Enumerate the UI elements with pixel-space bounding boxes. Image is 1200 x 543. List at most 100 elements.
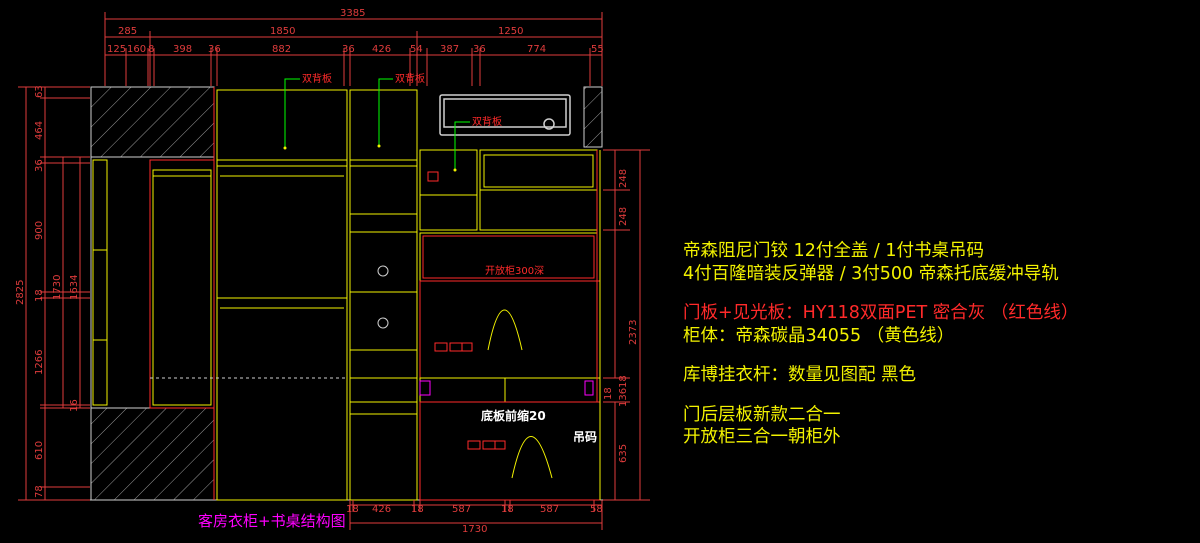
desk-area [419,149,601,501]
upper-cabinet-left [419,149,478,231]
dim-left-1634: 1634 [69,275,80,300]
dim-left-1266: 1266 [34,350,45,375]
dim-top-1850: 1850 [270,26,295,37]
dim-top-160: 160 [127,44,146,55]
desk-outlet-6 [494,440,506,450]
dim-right-18b: 18 [603,387,614,400]
wardrobe-main [216,159,348,501]
ac-inner [443,98,567,128]
desk-top-handle-right [584,380,594,396]
dim-right-635: 635 [618,444,629,463]
dim-top-398: 398 [173,44,192,55]
dim-bottom-18a: 18 [346,504,359,515]
chair-curve-lower [511,436,553,479]
dim-top-774: 774 [527,44,546,55]
wall-top-left [90,86,215,158]
drawer-column-outline [349,89,418,501]
dim-bottom-587a: 587 [452,504,471,515]
air-conditioner [439,94,571,136]
note-line-5: 库博挂衣杆：数量见图配 黑色 [683,365,917,385]
dim-left-16: 16 [69,399,80,412]
dim-left-18: 18 [34,289,45,302]
note-line-1: 帝森阻尼门铰 12付全盖 / 1付书桌吊码 [683,241,984,261]
dim-top-882: 882 [272,44,291,55]
dimension-lines [18,12,650,530]
dim-top-8: 8 [148,44,154,55]
upper-cabinet-right-inner [483,154,594,188]
wardrobe [149,87,348,501]
note-line-4: 柜体：帝森碳晶34055 （黄色线） [683,325,955,346]
dim-bottom-587b: 587 [540,504,559,515]
dim-left-900: 900 [34,221,45,240]
desk-outlet-4 [467,440,481,450]
label-double-back-3: 双背板 [472,115,502,128]
leader-double-back-1 [284,78,300,148]
dim-bottom-18b: 18 [411,504,424,515]
drawer-knob-1 [377,265,389,277]
dim-right-248a: 248 [618,169,629,188]
dim-right-248b: 248 [618,207,629,226]
note-line-6: 门后层板新款二合一 [683,404,841,425]
top-outlet [427,171,439,182]
dim-top-285: 285 [118,26,137,37]
dim-top-55: 55 [591,44,604,55]
wardrobe-upper [216,89,348,161]
dim-bottom-18c: 18 [501,504,514,515]
chair-curve-upper [487,309,523,351]
dim-top-overall: 3385 [340,8,365,19]
dim-top-1250: 1250 [498,26,523,37]
desk-top-handle [419,380,431,396]
dim-right-18: 18 [618,375,629,388]
diagram-labels-white: 底板前缩20 吊码 [481,408,597,444]
note-line-2: 4付百隆暗装反弹器 / 3付500 帝森托底缓冲导轨 [683,263,1059,284]
ac-unit [439,94,571,136]
dim-left-610: 610 [34,441,45,460]
dim-bottom-total: 1730 [462,524,487,535]
side-panel-lower [92,339,108,406]
desk-outlet-2 [449,342,463,352]
dim-top-125: 125 [107,44,126,55]
dim-right-136: 136 [618,388,629,407]
label-hanger: 吊码 [573,430,597,444]
desk-top [419,377,601,403]
wall-bottom-left [90,407,215,501]
dim-top-36a: 36 [208,44,221,55]
dim-bottom-426: 426 [372,504,391,515]
leader-double-back-3 [454,121,470,170]
side-panel [92,159,108,406]
dim-left-63: 63 [34,85,45,98]
label-bottom-setback: 底板前缩20 [481,408,546,423]
dim-left-2825: 2825 [15,280,26,305]
open-cabinet-inner [422,235,595,279]
dim-left-464: 464 [34,121,45,140]
label-double-back-1: 双背板 [302,72,332,85]
dim-top-54: 54 [410,44,423,55]
desk-front [419,280,601,379]
wardrobe-left-bay [149,159,215,409]
drawer-knob-2 [377,317,389,329]
dim-left-36: 36 [34,159,45,172]
note-line-3: 门板+见光板：HY118双面PET 密合灰 （红色线） [683,303,1079,323]
desk-outlet-5 [482,440,496,450]
walls [60,86,620,501]
desk-outlet-3 [461,342,473,352]
wardrobe-left-bay-inner [152,169,212,406]
drawer-column [349,89,418,501]
label-open-cabinet: 开放柜300深 [485,264,544,277]
dim-top-426: 426 [372,44,391,55]
note-line-7: 开放柜三合一朝柜外 [683,427,841,447]
ac-indicator [543,118,555,130]
desk-outlet-1 [434,342,448,352]
drawing-title: 客房衣柜+书桌结构图 [198,512,346,530]
dim-left-1730: 1730 [52,275,63,300]
dim-right-2373: 2373 [628,320,639,345]
dim-top-36b: 36 [342,44,355,55]
spec-notes: 帝森阻尼门铰 12付全盖 / 1付书桌吊码 4付百隆暗装反弹器 / 3付500 … [683,240,1198,449]
leader-double-back-2 [378,78,393,146]
dim-top-36c: 36 [473,44,486,55]
dim-bottom-58: 58 [590,504,603,515]
dim-top-387: 387 [440,44,459,55]
leader-dots [283,144,457,172]
dimension-texts: 3385 285 1850 1250 125 160 8 398 36 882 … [15,8,639,535]
